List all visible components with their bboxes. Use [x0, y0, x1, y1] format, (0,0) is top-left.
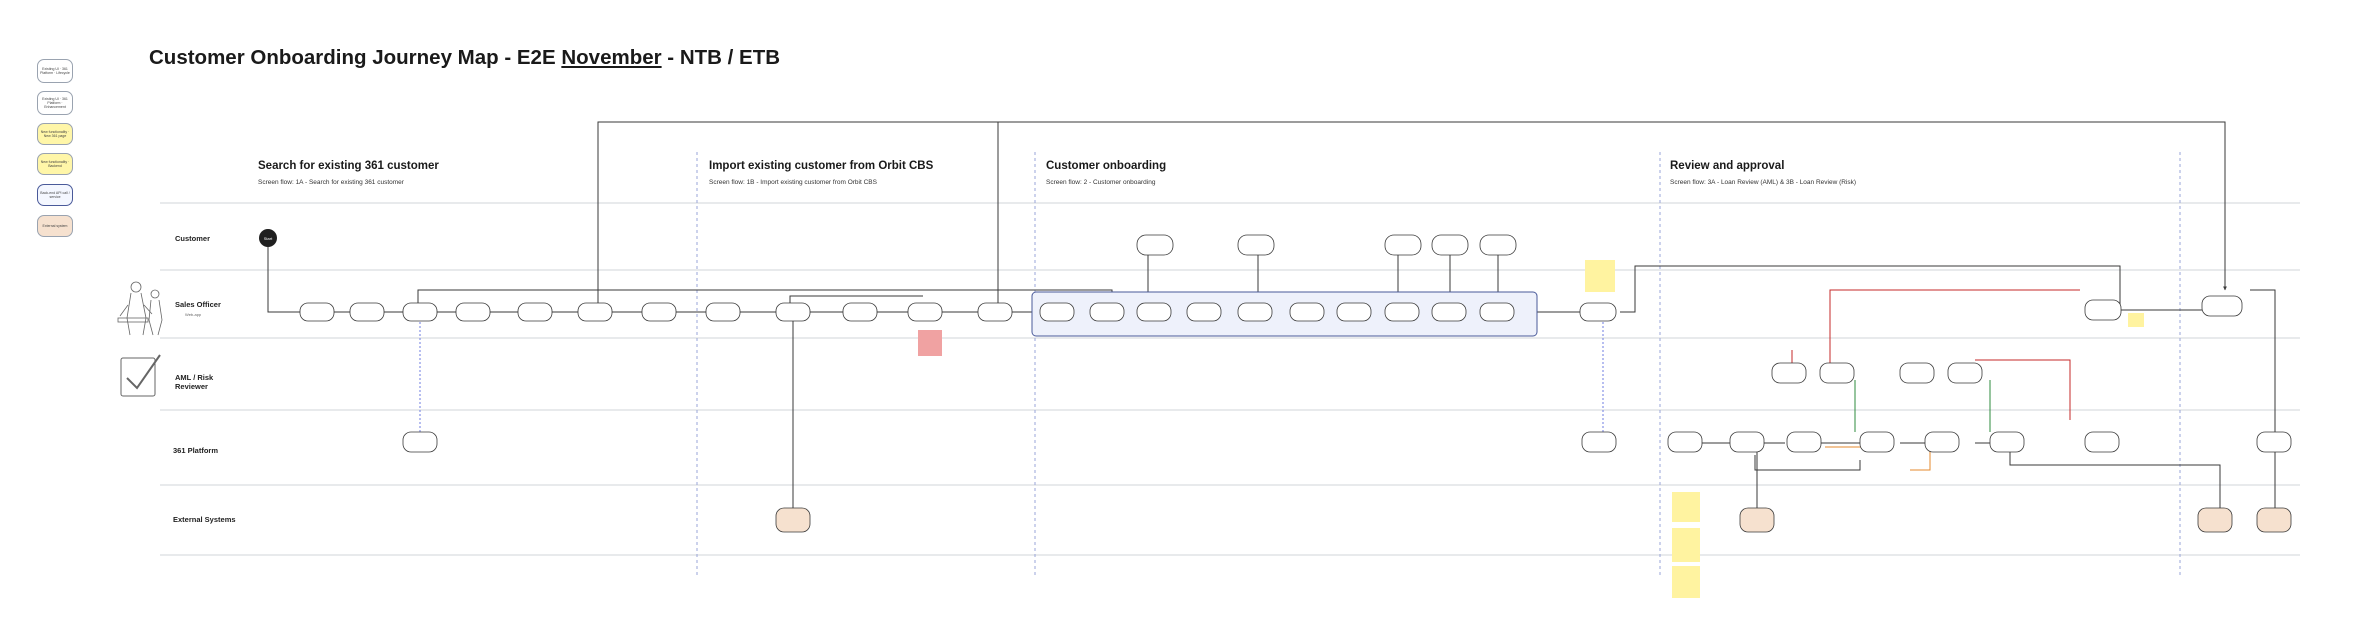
sales-officer-illustration: [117, 281, 163, 336]
lane-label-reviewer: AML / Risk Reviewer: [175, 373, 214, 392]
lane-label-platform: 361 Platform: [173, 446, 219, 455]
legend-item-new-backend: New functionality · Backend: [37, 153, 73, 175]
lane-label-sales-officer: Sales Officer: [175, 300, 221, 309]
sticky-notes: [918, 260, 2144, 598]
section-subtitle-import: Screen flow: 1B - Import existing custom…: [709, 179, 877, 186]
section-title-review: Review and approval: [1670, 160, 1785, 172]
platform-lane-nodes: [402, 431, 2292, 453]
legend-item-new-page: New functionality · New 361 page: [37, 123, 73, 145]
section-subtitle-onboarding: Screen flow: 2 - Customer onboarding: [1046, 179, 1156, 186]
section-subtitle-search: Screen flow: 1A - Search for existing 36…: [258, 179, 404, 186]
reviewer-lane-nodes: [1771, 362, 1983, 384]
lane-label-customer: Customer: [175, 234, 211, 243]
swimlane-dividers: [160, 202, 2300, 556]
sales-officer-lane-nodes: [299, 295, 2243, 322]
async-paths: [419, 318, 1604, 432]
legend-item-existing-ui: Existing UI · 361 Platform · Lifecycle: [37, 59, 73, 83]
external-system-nodes: [775, 507, 2292, 533]
start-marker: [259, 229, 277, 247]
section-title-onboarding: Customer onboarding: [1046, 160, 1167, 172]
legend-item-enhancement: Existing UI · 361 Platform · Enhancement: [37, 91, 73, 115]
customer-lane-nodes: [1136, 234, 1517, 256]
legend-item-external: External system: [37, 215, 73, 237]
section-title-import: Import existing customer from Orbit CBS: [709, 160, 934, 172]
lane-tag-web-app: Web-app: [185, 312, 202, 317]
lane-label-external: External Systems: [173, 515, 236, 524]
legend-item-api-call: Back-end API call / service: [37, 184, 73, 206]
start-label: Start: [264, 236, 273, 241]
section-subtitle-review: Screen flow: 3A - Loan Review (AML) & 3B…: [1670, 179, 1857, 186]
section-title-search: Search for existing 361 customer: [258, 160, 439, 172]
section-dividers: [696, 152, 2181, 575]
reviewer-illustration: [120, 354, 161, 397]
page-title: Customer Onboarding Journey Map - E2E No…: [149, 46, 781, 69]
